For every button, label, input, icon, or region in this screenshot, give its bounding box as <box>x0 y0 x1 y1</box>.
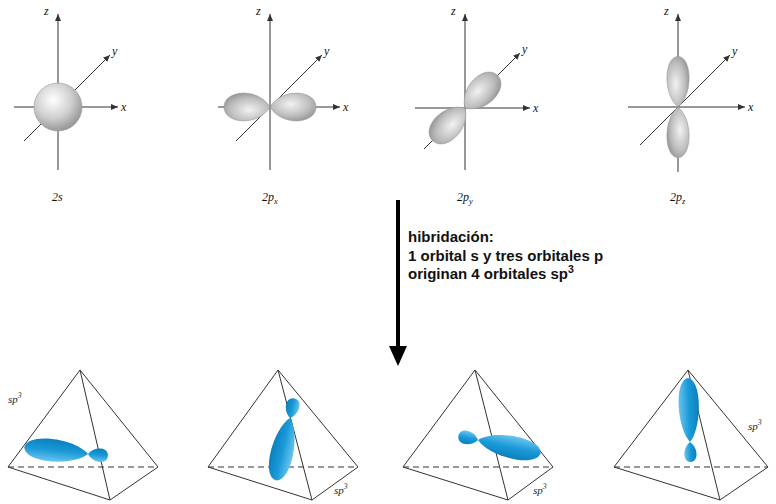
orbital-label: 2pz <box>670 190 685 205</box>
axis-label: y <box>324 44 329 59</box>
hybrid-label: sp3 <box>748 420 762 432</box>
orbital-label: 2px <box>262 190 278 205</box>
hybrid-label: sp3 <box>334 484 348 496</box>
axis-label: y <box>112 44 117 59</box>
process-title: hibridación: <box>408 228 494 246</box>
axis-label: x <box>343 100 348 115</box>
axis-label: z <box>451 4 456 19</box>
orbital-label: 2py <box>457 190 473 205</box>
axis-label: y <box>732 44 737 59</box>
axis-label: x <box>121 100 126 115</box>
axis-label: z <box>256 4 261 19</box>
axis-label: z <box>44 4 49 19</box>
hybrid-label: sp3 <box>8 393 22 405</box>
axis-label: z <box>664 4 669 19</box>
axis-label: x <box>533 101 538 116</box>
orbital-label: 2s <box>52 190 63 205</box>
process-note: 1 orbital s y tres orbitales p originan … <box>408 247 648 283</box>
axis-label: x <box>748 100 753 115</box>
axis-label: y <box>522 42 527 57</box>
hybrid-label: sp3 <box>533 484 547 496</box>
